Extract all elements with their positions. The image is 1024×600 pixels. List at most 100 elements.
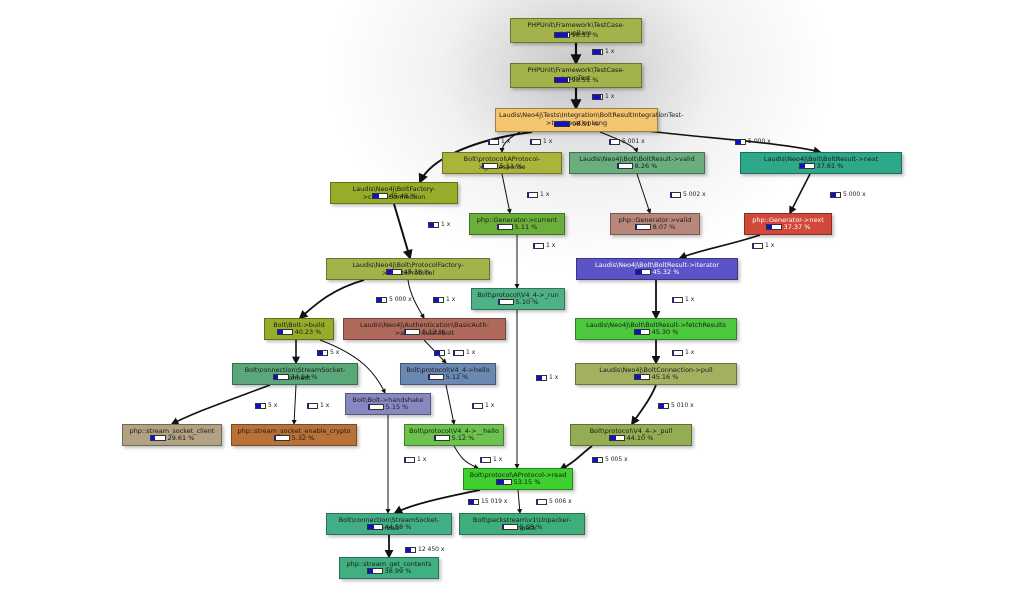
call-count-bar	[752, 242, 763, 249]
call-edge	[558, 445, 593, 471]
cost-bar	[554, 121, 571, 127]
node-cost-row: 8.07 %	[611, 223, 699, 231]
node-function-name: Laudis\Neo4j\Authentication\BasicAuth->a…	[360, 321, 489, 337]
call-count-label: 5 001 x	[609, 138, 645, 145]
call-edge	[418, 131, 533, 184]
call-count-label: 1 x	[433, 296, 455, 303]
node-cost-row: 5.11 %	[443, 162, 561, 170]
node-function-name: php::stream_socket_client	[129, 427, 215, 435]
cost-bar	[367, 404, 384, 410]
node-function-name: Bolt\protocol\AProtocol->read	[469, 471, 567, 479]
call-count-label: 1 x	[592, 48, 614, 55]
call-count-text: 1 x	[320, 402, 330, 409]
call-count-label: 5 000 x	[735, 138, 771, 145]
call-node[interactable]: Laudis\Neo4j\Tests\Integration\BoltResul…	[495, 108, 683, 132]
node-cost-row: 5.10 %	[472, 298, 564, 306]
cost-bar	[496, 224, 513, 230]
call-count-text: 5 002 x	[683, 191, 706, 198]
node-function-name: Bolt\protocol\V4_4->__hello	[409, 427, 499, 435]
call-count-text: 1 x	[446, 296, 456, 303]
call-count-bar	[670, 191, 681, 198]
call-edge	[319, 339, 386, 394]
cost-bar	[366, 524, 383, 530]
cost-bar	[433, 435, 450, 441]
node-percent: 38.99 %	[384, 567, 412, 575]
call-count-text: 5 x	[268, 402, 278, 409]
call-count-bar-fill	[593, 49, 602, 54]
cost-bar-fill	[368, 405, 370, 409]
node-cost-row: 5.05 %	[460, 523, 584, 531]
call-count-bar-fill	[593, 94, 602, 99]
call-count-bar-fill	[537, 375, 542, 380]
call-count-text: 5 006 x	[549, 498, 572, 505]
call-edge	[393, 489, 481, 514]
call-node[interactable]: Laudis\Neo4j\BoltFactory->createConnecti…	[330, 182, 458, 204]
call-count-bar	[527, 191, 538, 198]
call-count-bar	[433, 296, 444, 303]
call-count-bar	[672, 349, 683, 356]
node-cost-row: 5.13 %	[344, 328, 505, 336]
call-count-bar	[404, 456, 415, 463]
call-count-bar	[530, 138, 541, 145]
call-count-bar	[536, 498, 547, 505]
call-count-bar-fill	[405, 457, 406, 462]
call-count-label: 5 006 x	[536, 498, 572, 505]
node-function-name: php::stream_get_contents	[346, 560, 432, 568]
node-cost-row: 34.94 %	[233, 373, 357, 381]
call-count-bar-fill	[308, 403, 309, 408]
call-node[interactable]: Laudis\Neo4j\Authentication\BasicAuth->a…	[343, 318, 506, 340]
cost-bar	[633, 329, 650, 335]
call-count-text: 1 x	[549, 374, 559, 381]
call-node[interactable]: Laudis\Neo4j\Bolt\BoltResult->fetchResul…	[575, 318, 737, 340]
node-function-name: Bolt\protocol\AProtocol->getResponse	[463, 155, 541, 171]
call-edge	[789, 173, 811, 215]
call-edge	[453, 445, 479, 469]
call-count-bar-fill	[435, 350, 440, 355]
call-count-bar	[592, 93, 603, 100]
node-percent: 98.51 %	[571, 76, 599, 84]
node-cost-row: 45.32 %	[577, 268, 737, 276]
call-count-text: 1 x	[543, 138, 553, 145]
call-node[interactable]: Laudis\Neo4j\Bolt\ProtocolFactory->creat…	[326, 258, 490, 280]
call-edge	[393, 203, 413, 260]
call-count-text: 1 x	[685, 349, 695, 356]
node-cost-row: 8.26 %	[570, 162, 704, 170]
call-count-bar	[307, 402, 318, 409]
node-percent: 5.10 %	[515, 298, 539, 306]
cost-bar-fill	[609, 436, 616, 440]
node-percent: 5.11 %	[499, 162, 523, 170]
call-count-text: 5 005 x	[605, 456, 628, 463]
node-percent: 44.58 %	[384, 523, 412, 531]
cost-bar	[481, 163, 498, 169]
call-edge	[678, 234, 761, 260]
cost-bar-fill	[274, 436, 276, 440]
cost-bar	[404, 329, 421, 335]
node-function-name: Laudis\Neo4j\Bolt\BoltResult->iterator	[594, 261, 720, 269]
call-count-bar-fill	[256, 403, 261, 408]
cost-bar	[765, 224, 782, 230]
node-cost-row: 5.11 %	[470, 223, 564, 231]
